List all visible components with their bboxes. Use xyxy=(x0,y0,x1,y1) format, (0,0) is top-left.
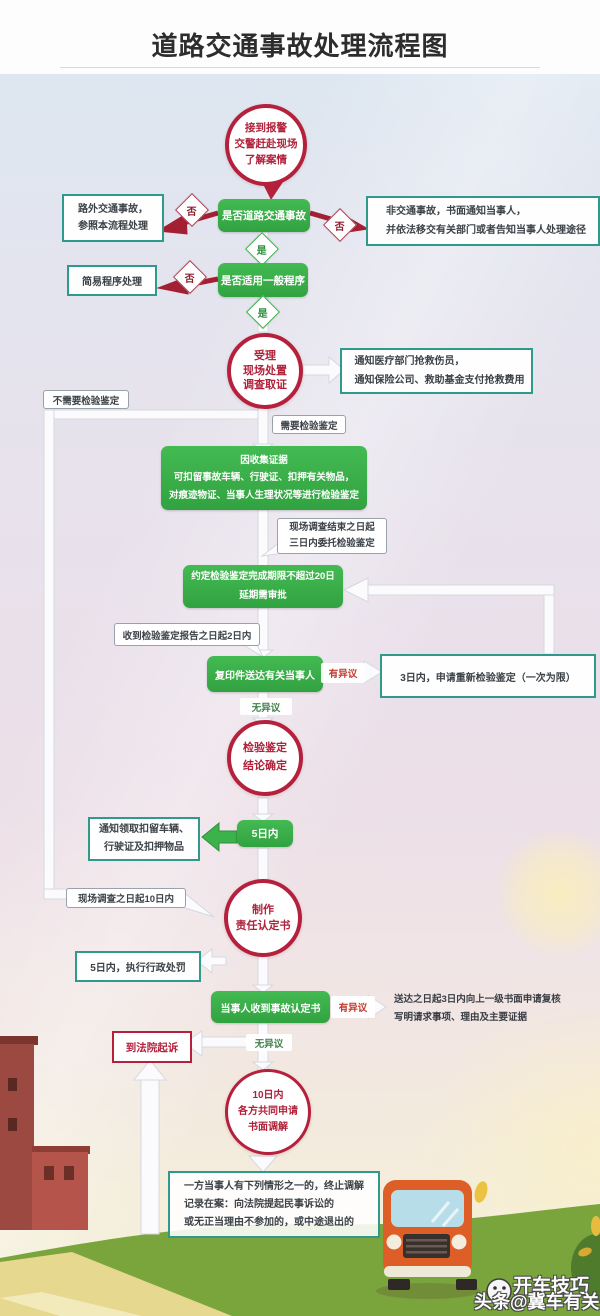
watermark-badge-icon xyxy=(486,1278,512,1304)
node-five-days: 5日内 xyxy=(237,820,293,847)
node-general-procedure: 是否适用一般程序 xyxy=(218,263,308,297)
watermark-line2: 头条@冀车有关 xyxy=(474,1292,600,1312)
node-evidence-detain: 因收集证据 可扣留事故车辆、行驶证、扣押有关物品， 对痕迹物证、当事人生理状况等… xyxy=(161,446,367,510)
bush xyxy=(571,1234,600,1302)
label-objection-2: 有异议 xyxy=(331,996,375,1018)
node-reapply-appraisal: 3日内，申请重新检验鉴定（一次为限） xyxy=(380,654,596,698)
node-conclusion: 检验鉴定 结论确定 xyxy=(227,720,303,796)
road xyxy=(0,1252,232,1316)
label-objection-1: 有异议 xyxy=(321,663,365,683)
label-no-objection-1: 无异议 xyxy=(240,698,292,715)
title-divider xyxy=(60,67,540,68)
building-illustration xyxy=(0,1036,90,1230)
watermark-line1: 开车技巧 xyxy=(513,1276,590,1297)
node-accept: 受理 现场处置 调查取证 xyxy=(227,333,303,409)
label-ten-days: 现场调查之日起10日内 xyxy=(66,888,186,908)
node-offroad: 路外交通事故， 参照本流程处理 xyxy=(62,194,164,242)
node-mediation: 10日内 各方共同申请 书面调解 xyxy=(225,1069,311,1155)
node-appraisal-deadline: 约定检验鉴定完成期限不超过20日 延期需审批 xyxy=(183,565,343,608)
node-non-traffic: 非交通事故，书面通知当事人， 并依法移交有关部门或者告知当事人处理途径 xyxy=(366,196,600,246)
label-no-need-appraisal: 不需要检验鉴定 xyxy=(43,390,129,409)
label-entrust-3days: 现场调查结束之日起 三日内委托检验鉴定 xyxy=(277,518,387,554)
text-review-request: 送达之日起3日内向上一级书面申请复核 写明请求事项、理由及主要证据 xyxy=(394,994,561,1024)
node-collect-vehicle: 通知领取扣留车辆、 行驶证及扣押物品 xyxy=(88,817,200,861)
header: 道路交通事故处理流程图 xyxy=(0,0,600,74)
page-title: 道路交通事故处理流程图 xyxy=(151,31,449,61)
node-admin-penalty: 5日内，执行行政处罚 xyxy=(75,951,201,982)
node-receive-determination: 当事人收到事故认定书 xyxy=(211,991,330,1023)
node-simple-procedure: 简易程序处理 xyxy=(67,265,157,296)
node-is-road-accident: 是否道路交通事故 xyxy=(218,199,310,232)
label-no-objection-2: 无异议 xyxy=(246,1034,292,1051)
van-illustration xyxy=(376,1180,480,1299)
label-report-2days: 收到检验鉴定报告之日起2日内 xyxy=(114,623,260,646)
leaves xyxy=(474,1181,600,1257)
node-deliver-copies: 复印件送达有关当事人 xyxy=(207,656,323,692)
label-need-appraisal: 需要检验鉴定 xyxy=(272,415,346,434)
node-produce-determination: 制作 责任认定书 xyxy=(224,879,302,957)
node-notify-medical: 通知医疗部门抢救伤员， 通知保险公司、救助基金支付抢救费用 xyxy=(340,348,533,394)
node-court-lawsuit: 到法院起诉 xyxy=(112,1031,192,1063)
node-terminate-mediation: 一方当事人有下列情形之一的，终止调解 记录在案：向法院提起民事诉讼的 或无正当理… xyxy=(168,1171,380,1238)
node-start: 接到报警 交警赶赴现场 了解案情 xyxy=(225,104,307,186)
